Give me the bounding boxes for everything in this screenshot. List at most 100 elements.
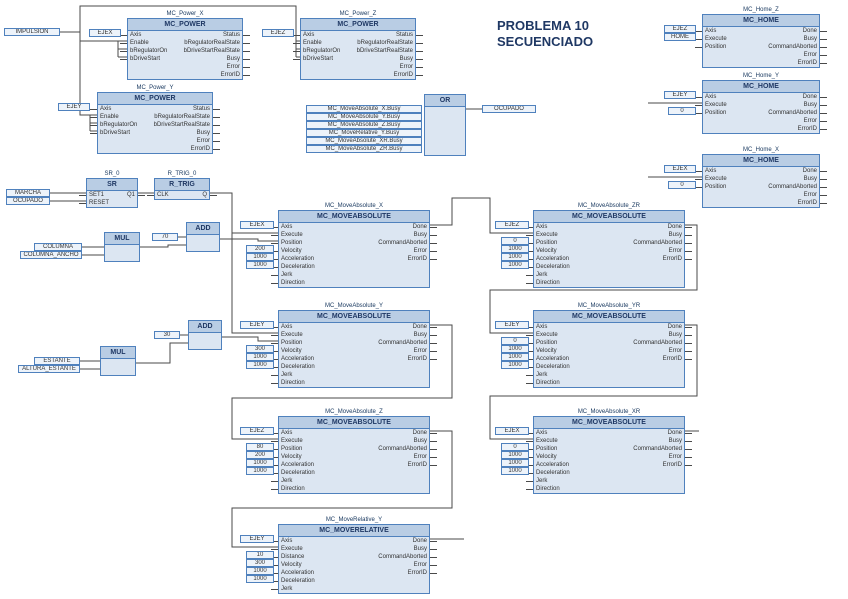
output-pin: Busy (803, 102, 817, 108)
box-ocupado-reset[interactable]: OCUPADO (6, 197, 50, 205)
box-ejex-home[interactable]: EJEX (664, 165, 696, 173)
output-pin: Q (202, 192, 207, 198)
box-ejey-power[interactable]: EJEY (58, 103, 90, 111)
block-type-label: R_TRIG (155, 179, 209, 191)
block-mul-columna[interactable]: MUL (104, 224, 140, 262)
block-type-label: MC_POWER (128, 19, 242, 31)
box-ejey-yr[interactable]: EJEY (495, 321, 529, 329)
box-yr-vel[interactable]: 1000 (501, 345, 529, 353)
box-estante[interactable]: ESTANTE (34, 357, 80, 365)
box-ejez-zr[interactable]: EJEZ (495, 221, 529, 229)
box-zr-vel[interactable]: 1000 (501, 245, 529, 253)
box-marcha[interactable]: MARCHA (6, 189, 50, 197)
block-instance-label: MC_Home_Z (743, 7, 779, 13)
output-pin: Busy (413, 232, 427, 238)
input-pin: Axis (281, 324, 293, 330)
box-x-dec[interactable]: 1000 (246, 261, 274, 269)
wire (430, 197, 533, 234)
box-zr-pos[interactable]: 0 (501, 237, 529, 245)
input-pin: Deceleration (536, 264, 570, 270)
box-z-vel[interactable]: 200 (246, 451, 274, 459)
box-xr-dec[interactable]: 1000 (501, 467, 529, 475)
box-ejey-rel[interactable]: EJEY (240, 535, 274, 543)
box-yr-dec[interactable]: 1000 (501, 361, 529, 369)
box-zr-acc[interactable]: 1000 (501, 253, 529, 261)
box-xr-acc[interactable]: 1000 (501, 459, 529, 467)
box-rel-dist[interactable]: 10 (246, 551, 274, 559)
block-type-label: MUL (101, 347, 135, 359)
box-z-dec[interactable]: 1000 (246, 467, 274, 475)
box-xr-vel[interactable]: 1000 (501, 451, 529, 459)
box-ejex-x[interactable]: EJEX (240, 221, 274, 229)
input-pin: Jerk (281, 372, 293, 378)
output-pin: Busy (668, 332, 682, 338)
box-ejey-home[interactable]: EJEY (664, 91, 696, 99)
block-add-estante[interactable]: ADD (188, 312, 222, 350)
box-impulsion[interactable]: IMPULSION (4, 28, 60, 36)
block-instance-label (424, 86, 466, 94)
box-z-pos[interactable]: 80 (246, 443, 274, 451)
box-rel-dec[interactable]: 1000 (246, 575, 274, 583)
box-ejez-z[interactable]: EJEZ (240, 427, 274, 435)
box-rel-vel[interactable]: 300 (246, 559, 274, 567)
box-or-in-1[interactable]: MC_MoveAbsolute_X.Busy (306, 105, 422, 113)
box-y-acc[interactable]: 1000 (246, 353, 274, 361)
box-rel-acc[interactable]: 1000 (246, 567, 274, 575)
box-const-70[interactable]: 70 (152, 233, 178, 241)
box-yr-acc[interactable]: 1000 (501, 353, 529, 361)
input-pin: Jerk (536, 372, 548, 378)
box-ocupado-out[interactable]: OCUPADO (482, 105, 536, 113)
input-pin: Direction (281, 380, 305, 386)
box-const-30[interactable]: 30 (154, 331, 180, 339)
box-home-y-pos[interactable]: 0 (668, 107, 696, 115)
box-xr-pos[interactable]: 0 (501, 443, 529, 451)
box-or-in-3[interactable]: MC_MoveAbsolute_Z.Busy (306, 121, 422, 129)
box-ejex-xr[interactable]: EJEX (495, 427, 529, 435)
box-x-acc[interactable]: 1000 (246, 253, 274, 261)
box-yr-pos[interactable]: 0 (501, 337, 529, 345)
input-pin: Axis (536, 324, 548, 330)
block-mul-estante[interactable]: MUL (100, 338, 136, 376)
input-pin: Axis (705, 168, 717, 174)
block-add-columna[interactable]: ADD (186, 214, 220, 252)
box-columna[interactable]: COLUMNA (34, 243, 82, 251)
output-pin: ErrorID (797, 60, 817, 66)
box-or-in-5[interactable]: MC_MoveAbsolute_XR.Busy (306, 137, 422, 145)
box-home-x-pos[interactable]: 0 (668, 181, 696, 189)
output-pin: Error (803, 52, 817, 58)
box-or-in-2[interactable]: MC_MoveAbsolute_Y.Busy (306, 113, 422, 121)
box-y-vel[interactable]: 300 (246, 345, 274, 353)
box-z-acc[interactable]: 1000 (246, 459, 274, 467)
wire (489, 324, 698, 440)
box-ejez-power[interactable]: EJEZ (262, 29, 294, 37)
input-pin: bRegulatorOn (303, 48, 341, 54)
box-or-in-4[interactable]: MC_MoveRelative_Y.Busy (306, 129, 422, 137)
box-zr-dec[interactable]: 1000 (501, 261, 529, 269)
box-ejez-home[interactable]: EJEZ (664, 25, 696, 33)
box-x-vel[interactable]: 200 (246, 245, 274, 253)
box-home-var[interactable]: HOME (664, 33, 696, 41)
box-ejey-y[interactable]: EJEY (240, 321, 274, 329)
box-columna-ancho[interactable]: COLUMNA_ANCHO (20, 251, 82, 259)
output-pin: Busy (803, 176, 817, 182)
box-ejex-power[interactable]: EJEX (89, 29, 121, 37)
box-altura-estante[interactable]: ALTURA_ESTANTE (18, 365, 80, 373)
box-y-dec[interactable]: 1000 (246, 361, 274, 369)
box-or-in-6[interactable]: MC_MoveAbsolute_ZR.Busy (306, 145, 422, 153)
block-or-gate[interactable]: OR (424, 86, 466, 156)
